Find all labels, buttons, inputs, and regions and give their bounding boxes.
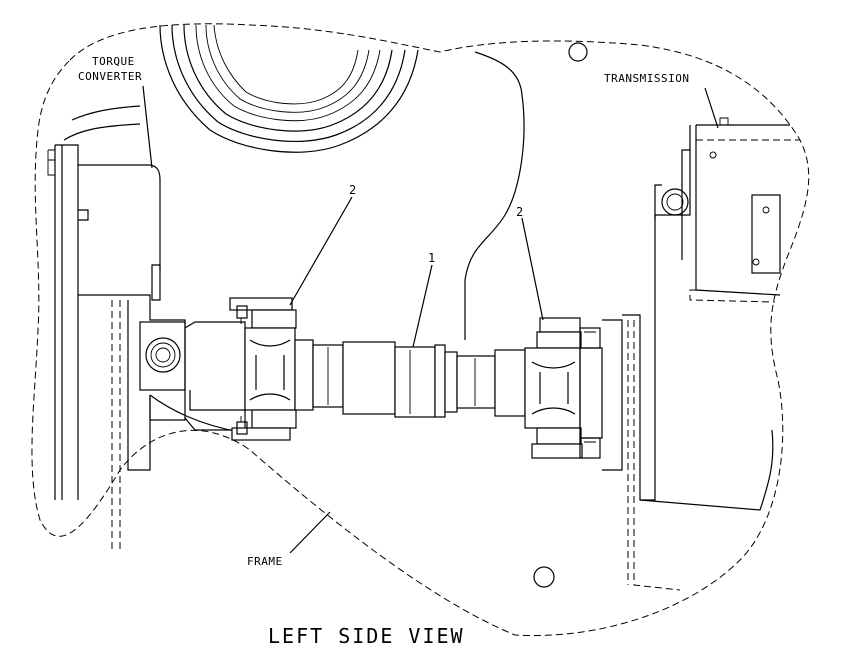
torque-converter-label-line1: TORQUE (92, 55, 135, 68)
torque-converter-label-line2: CONVERTER (78, 70, 142, 83)
transmission-label: TRANSMISSION (604, 72, 689, 85)
right-universal-joint (524, 317, 603, 459)
yoke-flange-bolt (145, 337, 181, 373)
torque-converter-housing (47, 105, 186, 550)
frame-outline (31, 23, 810, 637)
frame-label: FRAME (247, 555, 283, 568)
transmission-leader (704, 87, 719, 129)
left-universal-joint (229, 297, 297, 441)
transmission-housing (602, 117, 800, 591)
callout-2-right-leader (521, 217, 544, 321)
bolt-hole-top (568, 42, 588, 62)
flywheel-housing (159, 24, 525, 340)
callout-right-universal-joint: 2 (516, 205, 523, 219)
transmission-port (661, 188, 689, 216)
callout-drive-shaft: 1 (428, 251, 435, 265)
callout-2-left-leader (289, 196, 353, 306)
bolt-hole-bottom (533, 566, 555, 588)
callout-1-leader (412, 264, 433, 348)
torque-converter-leader (142, 85, 153, 169)
drive-shaft (294, 339, 526, 418)
callout-left-universal-joint: 2 (349, 183, 356, 197)
frame-leader (289, 511, 331, 554)
view-caption: LEFT SIDE VIEW (268, 624, 465, 648)
